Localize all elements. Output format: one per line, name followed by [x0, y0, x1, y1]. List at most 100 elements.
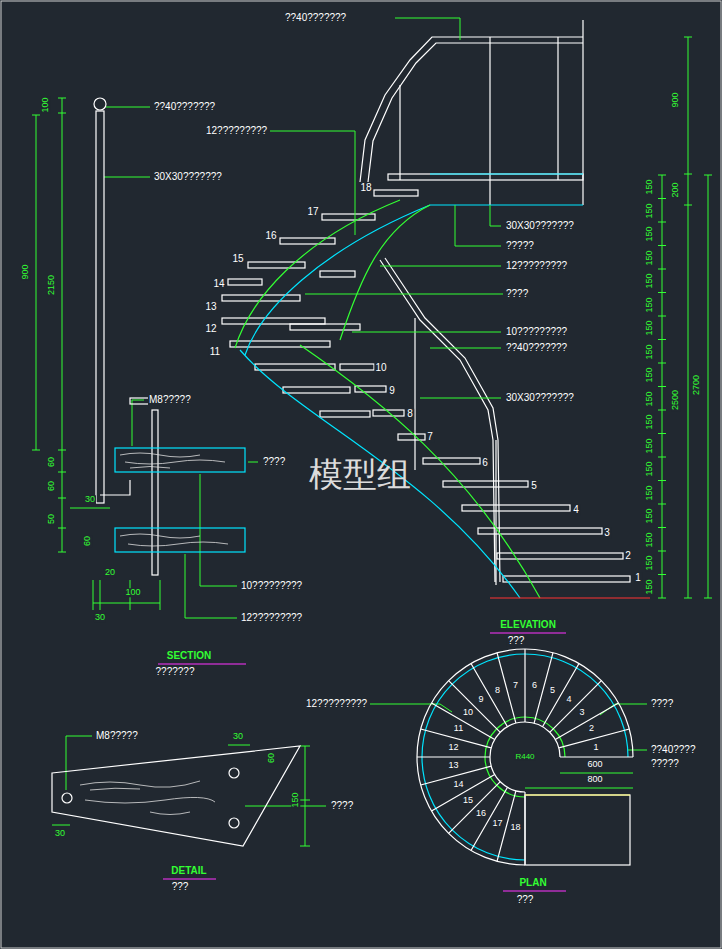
callout-label: ????? [505, 241, 535, 252]
dimension-text: 30 [94, 613, 106, 622]
dimension-text: 150 [645, 343, 654, 360]
dimension-text: 150 [645, 578, 654, 595]
callout-label: ??40???? [650, 745, 697, 756]
dimension-text: 150 [645, 296, 654, 313]
dimension-text: 100 [124, 588, 141, 597]
step-number: 13 [204, 302, 217, 313]
step-number: 15 [231, 254, 244, 265]
dimension-text: 20 [104, 568, 116, 577]
callout-label: ??40??????? [284, 13, 347, 24]
dimension-text: 60 [47, 456, 56, 468]
callout-label: ???? [650, 699, 674, 710]
spiral-stringer [235, 174, 650, 598]
view-title: PLAN [518, 878, 547, 889]
dimension-text: 150 [645, 249, 654, 266]
dimension-text: 150 [645, 272, 654, 289]
dimension-text: 800 [586, 775, 603, 784]
step-number: 1 [634, 573, 642, 584]
callout-label: 12????????? [240, 613, 303, 624]
callout-label: 12????????? [505, 261, 568, 272]
dimension-text: 150 [645, 554, 654, 571]
dimension-text: 50 [47, 513, 56, 525]
dimension-text: 60 [47, 480, 56, 492]
view-title: ELEVATION [499, 620, 557, 631]
dimension-text: 150 [645, 390, 654, 407]
plan-step-number: 2 [588, 725, 595, 734]
step-number: 18 [359, 183, 372, 194]
plan-step-number: 12 [448, 743, 460, 752]
dimension-text: 150 [645, 202, 654, 219]
plan-view [417, 649, 633, 865]
dimension-text: 150 [645, 178, 654, 195]
dimension-text: 60 [267, 752, 276, 764]
callout-label: M8????? [148, 395, 192, 406]
dimension-text: 2150 [47, 274, 56, 296]
dimension-text: 30 [84, 495, 96, 504]
dimension-text: 150 [645, 507, 654, 524]
step-number: 11 [209, 347, 221, 358]
section-view [94, 98, 228, 575]
dimension-text: 150 [645, 319, 654, 336]
dimension-lines [32, 37, 712, 846]
callout-label: ???? [505, 289, 529, 300]
step-number: 16 [264, 231, 277, 242]
dimension-text: 150 [645, 366, 654, 383]
step-number: 12 [204, 324, 217, 335]
dimension-text: 200 [671, 181, 680, 198]
plan-step-number: 16 [475, 809, 487, 818]
view-title: DETAIL [170, 866, 207, 877]
dimension-text: 150 [291, 791, 300, 808]
step-number: 5 [530, 481, 538, 492]
step-number: 10 [374, 363, 387, 374]
view-subtitle: ??? [516, 895, 535, 906]
dimension-text: 2500 [671, 389, 680, 411]
callout-label: 10????????? [505, 327, 568, 338]
callout-label: 30X30??????? [153, 172, 223, 183]
step-number: 17 [306, 207, 319, 218]
dimension-text: 900 [21, 263, 30, 280]
dimension-text: 600 [586, 760, 603, 769]
title-underlines [158, 633, 566, 891]
step-number: 8 [406, 409, 414, 420]
plan-step-number: 9 [477, 695, 484, 704]
dimension-text: 100 [41, 96, 50, 113]
plan-step-number: 6 [531, 681, 538, 690]
detail-view [52, 746, 300, 846]
callout-label: ???? [330, 801, 354, 812]
radius-text: R440 [514, 753, 535, 761]
callout-label: M8????? [95, 731, 139, 742]
dimension-text: 150 [645, 225, 654, 242]
callout-label: 12????????? [305, 699, 368, 710]
plan-step-number: 3 [578, 708, 585, 717]
dimension-text: 150 [645, 531, 654, 548]
step-number: 14 [212, 279, 225, 290]
plan-step-number: 18 [510, 824, 522, 833]
plan-step-number: 10 [462, 708, 474, 717]
callout-label: ????? [650, 759, 680, 770]
plan-step-number: 17 [491, 819, 503, 828]
dimension-text: 900 [671, 91, 680, 108]
plan-step-number: 4 [565, 695, 572, 704]
callout-label: ??40??????? [153, 102, 216, 113]
watermark: 模型组 [308, 457, 412, 493]
dimension-text: 30 [232, 732, 244, 741]
step-number: 2 [624, 551, 632, 562]
view-subtitle: ??????? [155, 667, 196, 678]
elevation-view [222, 20, 630, 585]
step-number: 9 [388, 386, 396, 397]
plan-step-number: 11 [453, 725, 464, 734]
plan-step-number: 8 [494, 686, 501, 695]
callout-label: 10????????? [240, 581, 303, 592]
dimension-text: 150 [645, 413, 654, 430]
plan-step-number: 1 [592, 743, 599, 752]
tread-section [115, 448, 245, 552]
plan-step-number: 13 [448, 762, 460, 771]
callout-label: ???? [262, 457, 286, 468]
dimension-text: 30 [54, 829, 66, 838]
plan-step-number: 5 [549, 686, 556, 695]
plan-step-number: 14 [452, 780, 464, 789]
dimension-text: 150 [645, 460, 654, 477]
view-title: SECTION [166, 651, 212, 662]
dimension-text: 60 [83, 535, 92, 547]
